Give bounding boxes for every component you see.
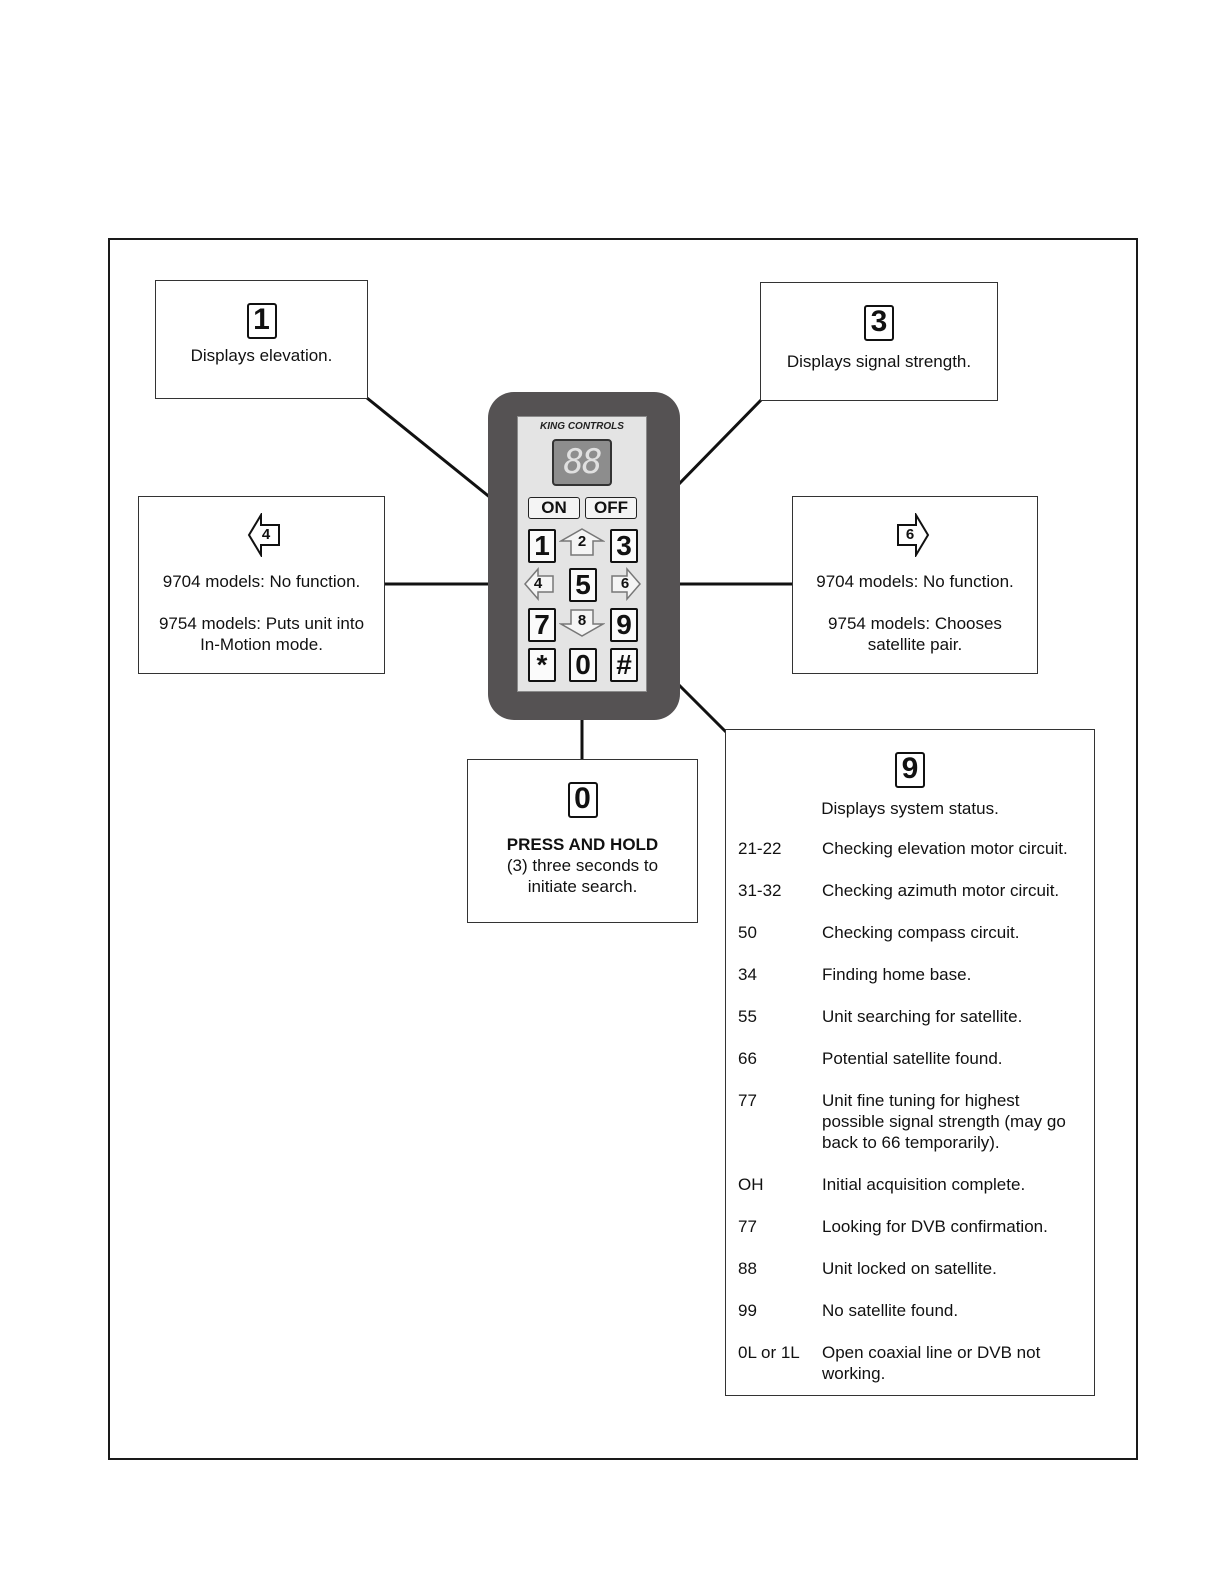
callout-key-3-text: Displays signal strength. <box>786 352 972 371</box>
status-description: Checking azimuth motor circuit. <box>822 881 1060 900</box>
callout-key-6: 6 9704 models: No function. 9754 models:… <box>792 496 1038 674</box>
remote-brand-label: KING CONTROLS <box>540 421 624 432</box>
key-2-label: 2 <box>577 533 587 550</box>
key-1-badge: 1 <box>246 303 277 339</box>
key-6-label: 6 <box>620 575 630 592</box>
status-description: Finding home base. <box>822 965 972 984</box>
key-4-left-arrow-icon[interactable] <box>523 567 555 601</box>
status-description: Checking compass circuit. <box>822 923 1020 942</box>
callout-key-6-line1: 9704 models: No function. <box>816 572 1014 591</box>
callout-key-0-line2: initiate search. <box>527 877 638 896</box>
status-code: 77 <box>738 1217 757 1236</box>
status-code: 0L or 1L <box>738 1343 800 1362</box>
callout-key-9: 9 Displays system status. <box>725 729 1095 1396</box>
key-4-badge-label: 4 <box>261 526 271 543</box>
key-hash-button[interactable]: # <box>610 648 638 682</box>
status-description: Unit locked on satellite. <box>822 1259 997 1278</box>
status-description: Open coaxial line or DVB not working. <box>822 1343 1041 1383</box>
key-7-button[interactable]: 7 <box>528 608 556 642</box>
key-6-badge-label: 6 <box>905 526 915 543</box>
status-table-title: Displays system status. <box>821 799 999 818</box>
status-code: 99 <box>738 1301 757 1320</box>
callout-key-0: 0 PRESS AND HOLD (3) three seconds to in… <box>467 759 698 923</box>
callout-key-4-line2: 9754 models: Puts unit into <box>158 614 365 633</box>
key-8-label: 8 <box>577 612 587 629</box>
callout-key-1: 1 Displays elevation. <box>155 280 368 399</box>
key-0-button[interactable]: 0 <box>569 648 597 682</box>
key-2-up-arrow-icon[interactable] <box>559 527 605 557</box>
status-code: OH <box>738 1175 764 1194</box>
key-9-badge: 9 <box>895 752 925 788</box>
key-1-button[interactable]: 1 <box>528 529 556 563</box>
key-star-button[interactable]: * <box>528 648 556 682</box>
status-code: 77 <box>738 1091 757 1110</box>
left-arrow-icon <box>247 513 280 557</box>
on-button[interactable]: ON <box>528 497 580 519</box>
status-description: Unit fine tuning for highest possible si… <box>822 1091 1066 1152</box>
callout-key-1-text: Displays elevation. <box>190 346 333 365</box>
status-code: 55 <box>738 1007 757 1026</box>
key-6-right-arrow-icon[interactable] <box>610 567 642 601</box>
key-8-down-arrow-icon[interactable] <box>559 608 605 638</box>
key-9-button[interactable]: 9 <box>610 608 638 642</box>
status-code: 21-22 <box>738 839 782 858</box>
status-code: 31-32 <box>738 881 782 900</box>
status-description: Looking for DVB confirmation. <box>822 1217 1048 1236</box>
callout-key-6-line2: 9754 models: Chooses <box>828 614 1002 633</box>
key-4-label: 4 <box>533 575 543 592</box>
callout-key-3: 3 Displays signal strength. <box>760 282 998 401</box>
key-3-badge: 3 <box>864 305 894 341</box>
status-code: 88 <box>738 1259 757 1278</box>
status-description: Unit searching for satellite. <box>822 1007 1023 1026</box>
callout-key-4-line3: In-Motion mode. <box>200 635 323 654</box>
callout-key-0-bold: PRESS AND HOLD <box>506 835 659 854</box>
callout-key-0-line1: (3) three seconds to <box>506 856 659 875</box>
status-description: Checking elevation motor circuit. <box>822 839 1068 858</box>
status-description: Potential satellite found. <box>822 1049 1003 1068</box>
callout-key-4-line1: 9704 models: No function. <box>162 572 361 591</box>
diagram-frame <box>108 238 1138 1460</box>
key-5-button[interactable]: 5 <box>569 568 597 602</box>
status-description: No satellite found. <box>822 1301 959 1320</box>
key-3-button[interactable]: 3 <box>610 529 638 563</box>
status-code: 66 <box>738 1049 757 1068</box>
status-description: Initial acquisition complete. <box>822 1175 1026 1194</box>
callout-key-4: 4 9704 models: No function. 9754 models:… <box>138 496 385 674</box>
key-0-badge: 0 <box>567 782 598 818</box>
remote-display: 88 <box>552 439 612 486</box>
callout-key-6-line3: satellite pair. <box>867 635 963 654</box>
right-arrow-icon <box>897 513 930 557</box>
off-button[interactable]: OFF <box>585 497 637 519</box>
status-code: 34 <box>738 965 757 984</box>
status-code: 50 <box>738 923 757 942</box>
